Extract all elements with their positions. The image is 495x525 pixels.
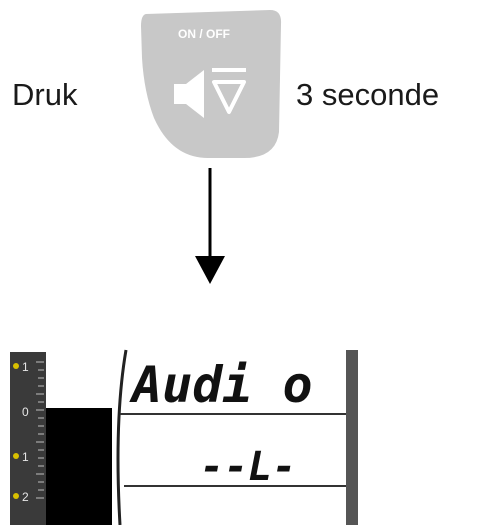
press-label: Druk — [12, 77, 78, 112]
scale-label: 0 — [22, 405, 29, 419]
speaker-volume-down-icon — [174, 68, 246, 118]
on-off-button[interactable]: ON / OFF — [141, 10, 282, 158]
scale-marker — [13, 363, 19, 369]
scale-marker — [13, 453, 19, 459]
display-line-1: Audi o — [129, 356, 313, 414]
scale-label: 1 — [22, 360, 29, 374]
duration-label: 3 seconde — [296, 77, 440, 112]
display-right-edge — [346, 350, 358, 525]
button-caption: ON / OFF — [178, 27, 230, 41]
scale-label: 2 — [22, 490, 29, 504]
level-block — [46, 408, 112, 525]
scale-marker — [13, 493, 19, 499]
display-line-2: --L- — [200, 444, 296, 490]
scale-label: 1 — [22, 450, 29, 464]
audio-display: 1 0 1 2 Audi o --L- — [10, 349, 358, 525]
arrow-down-icon — [195, 168, 225, 284]
